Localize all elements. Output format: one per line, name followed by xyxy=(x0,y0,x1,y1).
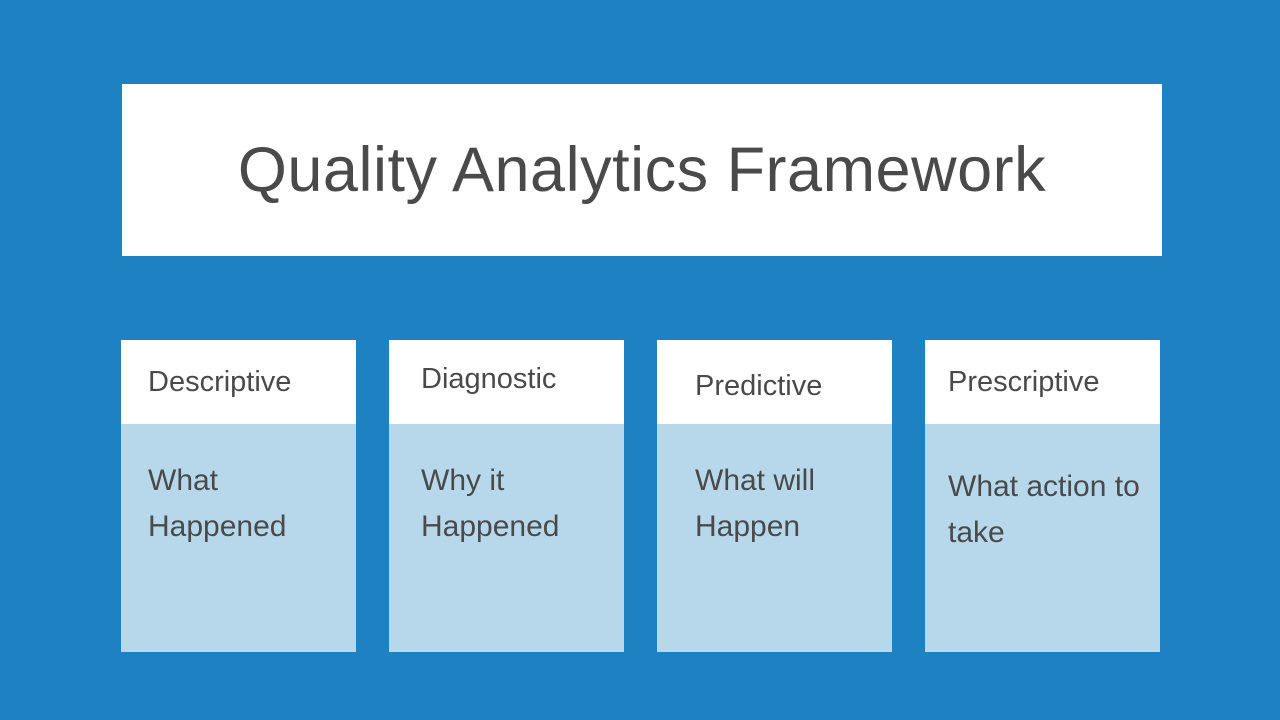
card-descriptive-body: What Happened xyxy=(121,424,356,652)
card-diagnostic-body: Why it Happened xyxy=(389,424,624,652)
card-descriptive-header-label: Descriptive xyxy=(148,365,292,398)
slide-title: Quality Analytics Framework xyxy=(237,135,1047,205)
card-descriptive-header: Descriptive xyxy=(121,340,356,424)
card-predictive-header-label: Predictive xyxy=(695,369,823,402)
card-diagnostic-header: Diagnostic xyxy=(389,340,624,424)
card-predictive-header: Predictive xyxy=(657,340,892,424)
card-predictive: Predictive What will Happen xyxy=(657,340,892,652)
card-prescriptive-body: What action to take xyxy=(925,424,1160,652)
card-prescriptive-header-label: Prescriptive xyxy=(948,365,1100,398)
title-banner: Quality Analytics Framework xyxy=(122,84,1162,256)
card-diagnostic-header-label: Diagnostic xyxy=(421,362,557,395)
card-predictive-body: What will Happen xyxy=(657,424,892,652)
card-diagnostic: Diagnostic Why it Happened xyxy=(389,340,624,652)
cards-row: Descriptive What Happened Diagnostic Why… xyxy=(121,340,1160,652)
card-descriptive: Descriptive What Happened xyxy=(121,340,356,652)
card-prescriptive: Prescriptive What action to take xyxy=(925,340,1160,652)
card-prescriptive-header: Prescriptive xyxy=(925,340,1160,424)
